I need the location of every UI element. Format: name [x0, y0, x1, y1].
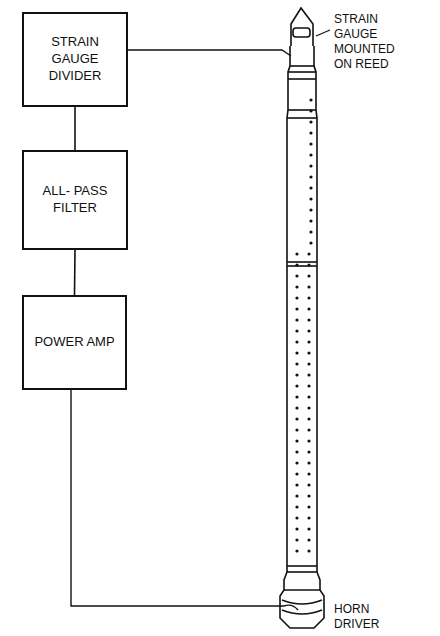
process-box: POWER AMP [22, 295, 127, 390]
tone-hole [295, 351, 298, 354]
tone-hole [307, 439, 310, 442]
tone-hole [295, 439, 298, 442]
signal-connector [74, 250, 76, 295]
tone-hole [295, 373, 298, 376]
tone-hole [309, 219, 312, 222]
tone-hole [295, 318, 298, 321]
tone-hole [295, 505, 298, 508]
tone-hole [295, 450, 298, 453]
tone-hole [295, 274, 298, 277]
box-label: ALL- PASS FILTER [24, 179, 126, 221]
tone-hole [307, 252, 310, 255]
tone-hole [295, 417, 298, 420]
part-label: STRAIN GAUGE MOUNTED ON REED [334, 12, 408, 72]
tone-hole [295, 329, 298, 332]
tone-hole [295, 461, 298, 464]
tone-hole [307, 296, 310, 299]
tone-hole [309, 153, 312, 156]
tone-hole [307, 373, 310, 376]
tone-hole [307, 461, 310, 464]
tone-hole [295, 263, 298, 266]
tone-hole [307, 406, 310, 409]
tone-hole [309, 186, 312, 189]
tone-hole [307, 494, 310, 497]
leader-line [316, 30, 330, 36]
tone-hole [309, 109, 312, 112]
tone-hole [307, 549, 310, 552]
tone-hole [307, 450, 310, 453]
signal-connector [74, 107, 76, 150]
driver-coil [284, 605, 298, 610]
tone-hole [309, 175, 312, 178]
reed-wire [120, 50, 291, 56]
tone-hole [295, 483, 298, 486]
tone-hole [309, 142, 312, 145]
tone-hole [295, 307, 298, 310]
tone-hole [309, 120, 312, 123]
tone-hole [307, 340, 310, 343]
tone-hole [295, 428, 298, 431]
tone-hole [307, 516, 310, 519]
tone-hole [307, 285, 310, 288]
tone-hole [307, 384, 310, 387]
box-label: POWER AMP [28, 330, 120, 355]
process-box: ALL- PASS FILTER [22, 150, 128, 250]
tone-hole [307, 428, 310, 431]
tone-hole [309, 164, 312, 167]
tone-hole [309, 98, 312, 101]
tone-hole [295, 527, 298, 530]
tone-hole [307, 483, 310, 486]
tone-hole [295, 252, 298, 255]
instrument-body [280, 8, 324, 628]
tone-hole [295, 406, 298, 409]
tone-hole [307, 472, 310, 475]
tone-hole [307, 263, 310, 266]
driver-wire [71, 390, 284, 606]
tone-hole [295, 538, 298, 541]
tone-hole [307, 329, 310, 332]
driver-wire-spacer [60, 390, 284, 614]
tone-hole [307, 318, 310, 321]
tone-hole [295, 285, 298, 288]
tone-hole [307, 362, 310, 365]
tone-hole [309, 241, 312, 244]
tone-hole [307, 538, 310, 541]
tone-hole [295, 296, 298, 299]
box-label: STRAIN GAUGE DIVIDER [24, 30, 126, 89]
tone-hole [295, 516, 298, 519]
part-label: HORN DRIVER [334, 602, 408, 632]
tone-hole [295, 362, 298, 365]
tone-hole [295, 549, 298, 552]
tone-hole [307, 274, 310, 277]
tone-hole [295, 384, 298, 387]
tone-hole [309, 230, 312, 233]
tone-hole [307, 395, 310, 398]
tone-hole [307, 527, 310, 530]
tone-holes [295, 98, 312, 552]
tone-hole [295, 494, 298, 497]
tone-hole [309, 131, 312, 134]
tone-hole [307, 307, 310, 310]
tone-hole [309, 197, 312, 200]
tone-hole [307, 351, 310, 354]
tone-hole [307, 417, 310, 420]
tone-hole [295, 472, 298, 475]
tone-hole [309, 208, 312, 211]
tone-hole [307, 505, 310, 508]
tone-hole [295, 395, 298, 398]
process-box: STRAIN GAUGE DIVIDER [22, 12, 128, 107]
tone-hole [295, 340, 298, 343]
